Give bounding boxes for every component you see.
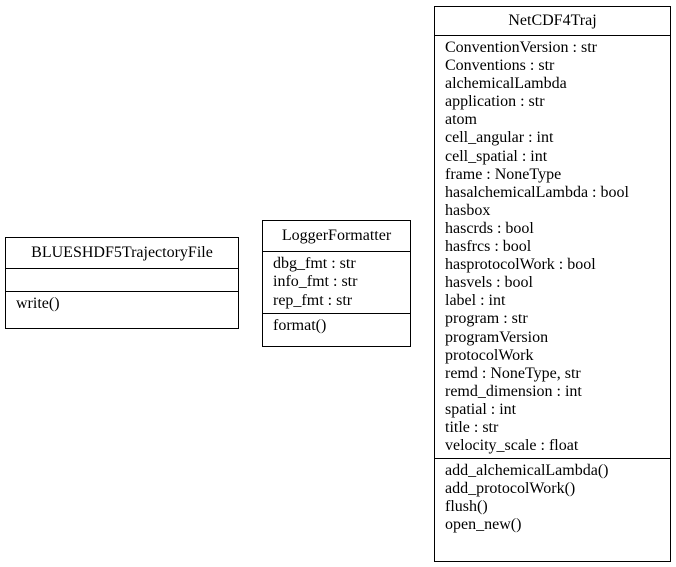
attribute: alchemicalLambda [445,75,567,93]
attribute: hasalchemicalLambda : bool [445,183,629,201]
attribute: cell_spatial : int [445,147,548,165]
attribute: hasvels : bool [445,274,533,292]
attribute: hasbox [445,201,491,219]
class-name: LoggerFormatter [263,221,410,252]
attribute: info_fmt : str [273,273,358,291]
attribute: label : int [445,292,506,310]
method: add_protocolWork() [445,480,576,498]
class-box-netcdf4traj: NetCDF4Traj ConventionVersion : str Conv… [434,6,671,562]
class-name: NetCDF4Traj [435,7,670,36]
attribute: frame : NoneType [445,165,562,183]
class-attributes [6,269,238,292]
attribute: Conventions : str [445,57,555,75]
attribute: cell_angular : int [445,129,554,147]
method: add_alchemicalLambda() [445,462,609,480]
class-box-blueshdf5trajectoryfile: BLUESHDF5TrajectoryFile write() [5,237,239,329]
class-name: BLUESHDF5TrajectoryFile [6,238,238,269]
attribute: remd_dimension : int [445,382,582,400]
attribute: atom [445,111,477,129]
attribute: velocity_scale : float [445,437,579,455]
method: flush() [445,498,488,516]
class-methods: add_alchemicalLambda() add_protocolWork(… [435,459,670,537]
method: write() [16,295,60,312]
attribute: hascrds : bool [445,219,534,237]
attribute: rep_fmt : str [273,291,353,309]
attribute: hasprotocolWork : bool [445,256,596,274]
attribute: program : str [445,310,528,328]
attribute: ConventionVersion : str [445,39,597,56]
attribute: protocolWork [445,346,534,364]
class-methods: format() [263,314,410,338]
attribute: application : str [445,93,545,111]
method: open_new() [445,516,522,534]
class-attributes: dbg_fmt : str info_fmt : str rep_fmt : s… [263,252,410,315]
class-attributes: ConventionVersion : str Conventions : st… [435,36,670,460]
attribute: title : str [445,418,499,436]
method: format() [273,317,327,335]
attribute: hasfrcs : bool [445,238,532,256]
attribute: remd : NoneType, str [445,364,581,382]
attribute: programVersion [445,328,549,346]
class-box-loggerformatter: LoggerFormatter dbg_fmt : str info_fmt :… [262,220,411,347]
attribute: spatial : int [445,400,517,418]
attribute: dbg_fmt : str [273,255,356,272]
class-methods: write() [6,292,238,316]
